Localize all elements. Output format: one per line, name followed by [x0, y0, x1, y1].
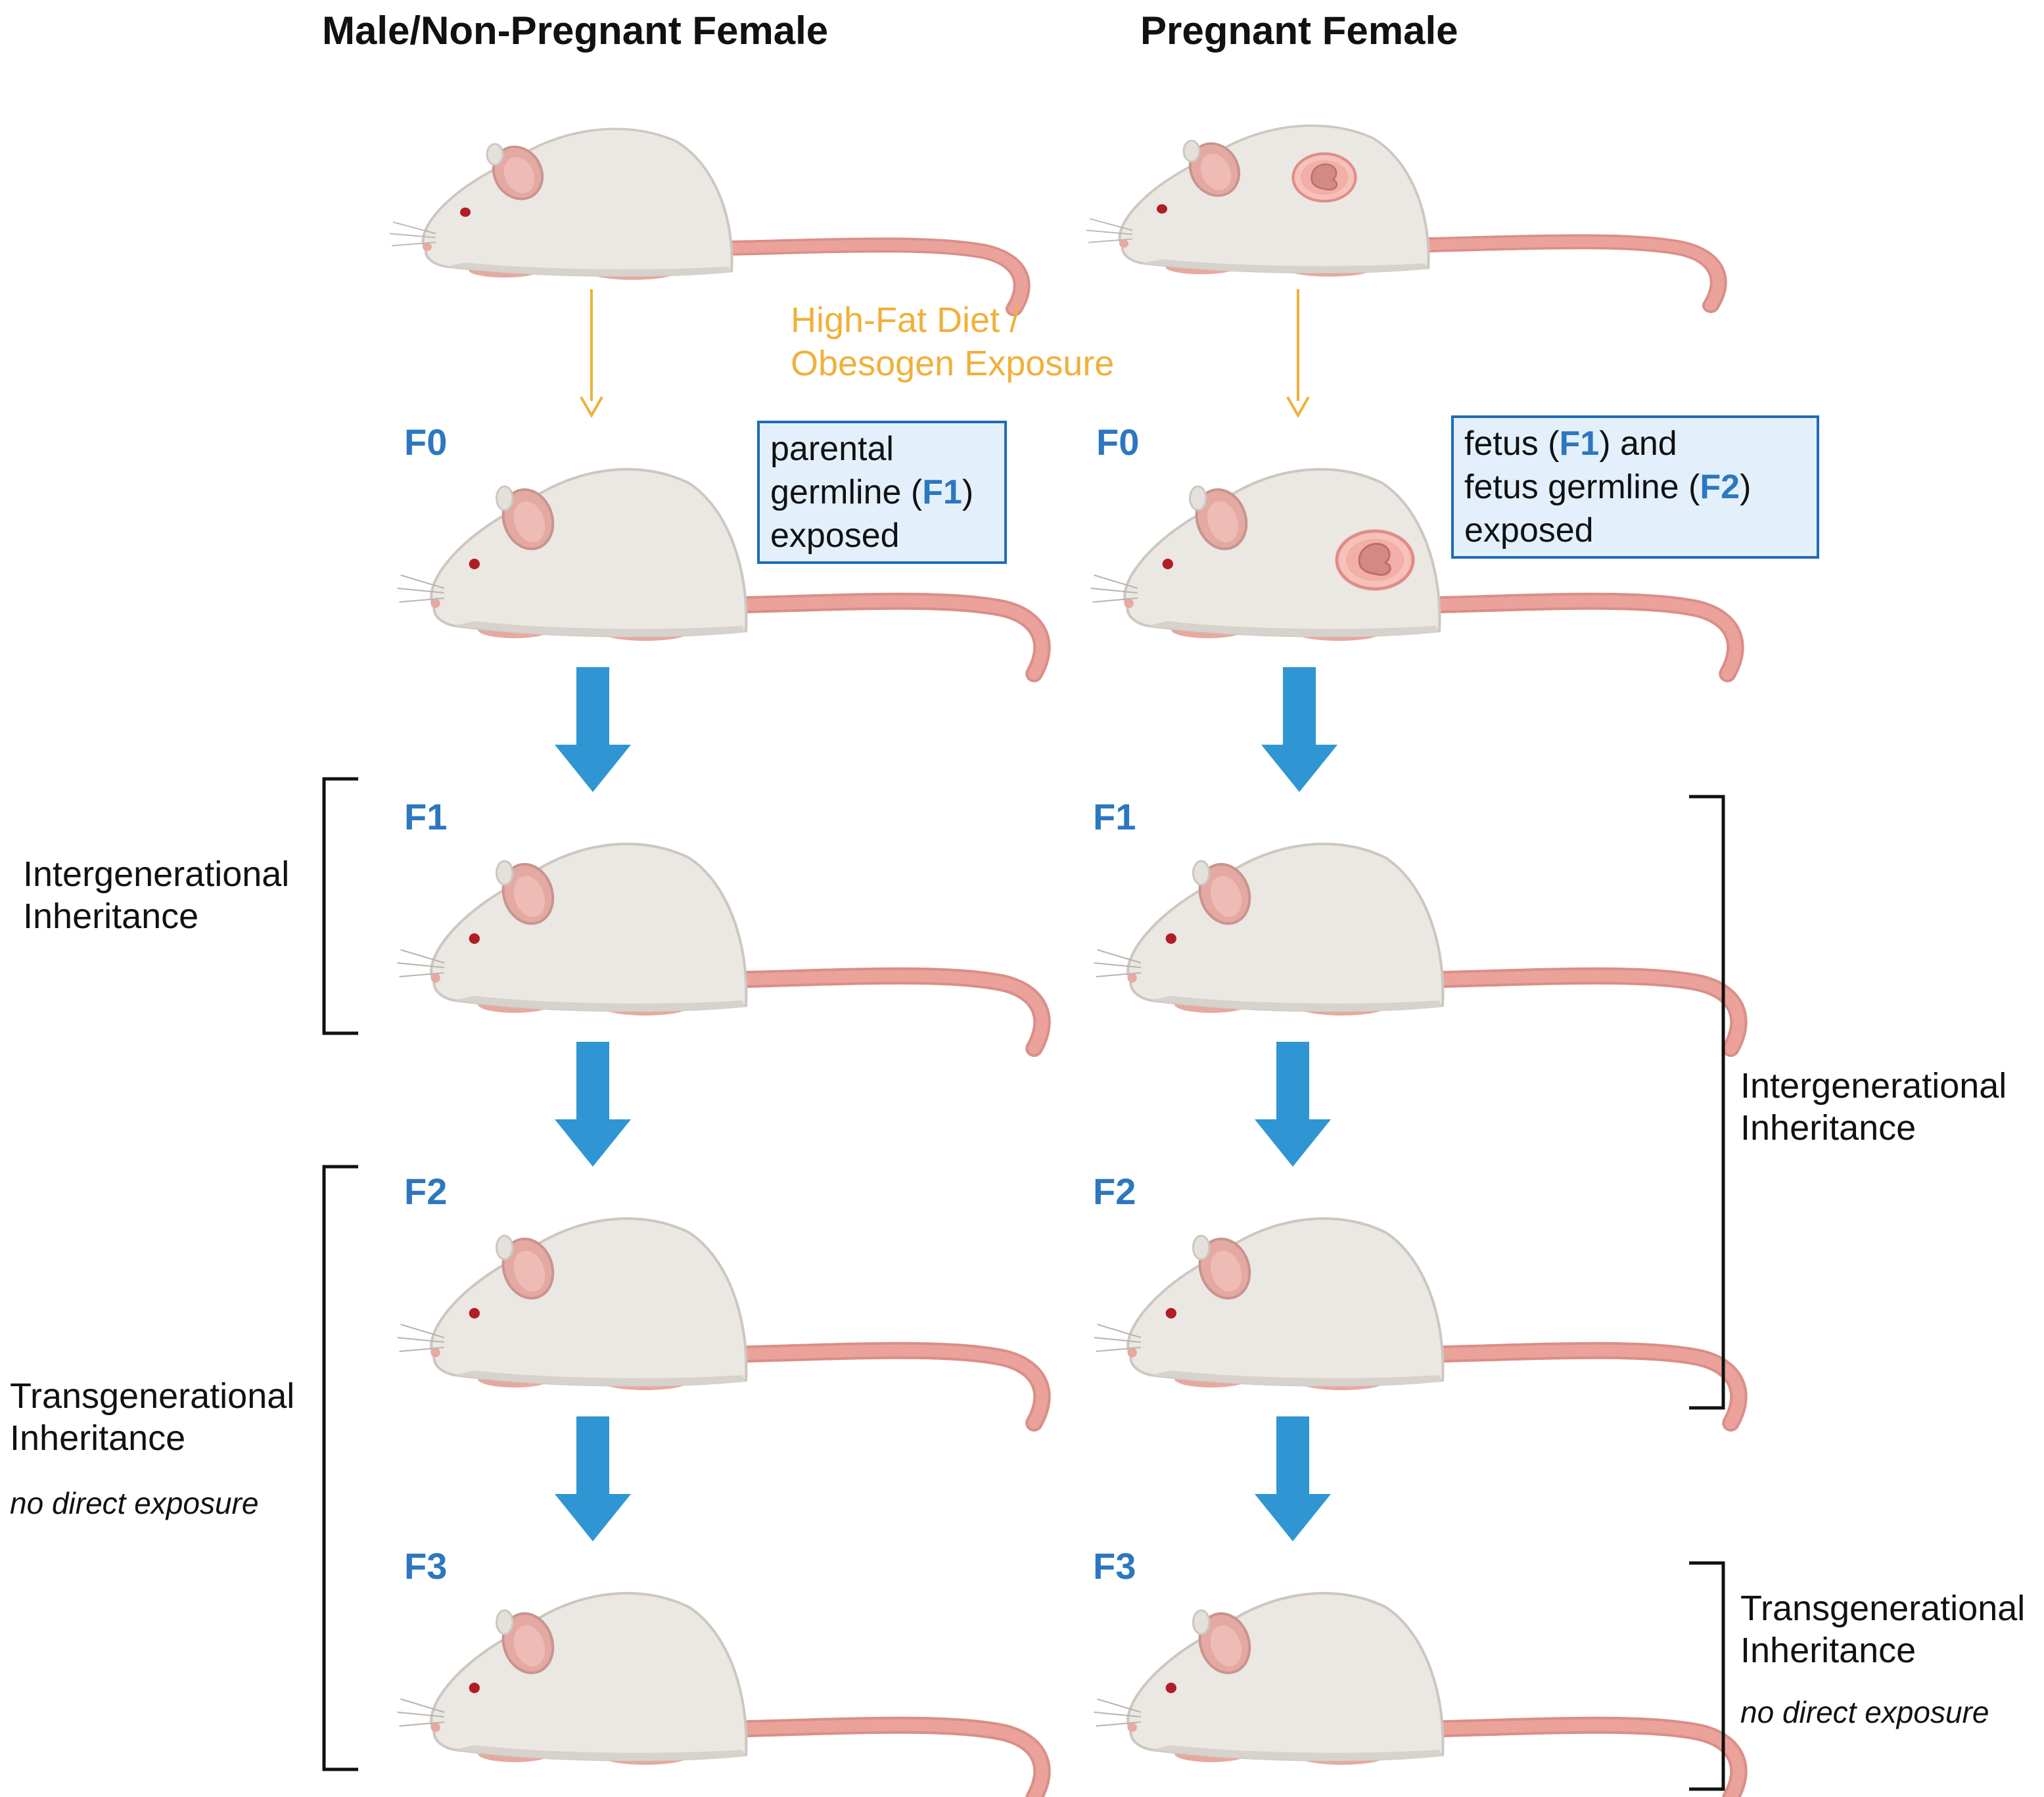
right-gen-f2: F2 — [1093, 1171, 1136, 1212]
bracket-icon — [1689, 795, 1725, 1410]
down-arrow-icon — [1255, 1042, 1331, 1167]
right-gen-f3: F3 — [1093, 1545, 1136, 1587]
right-transgenerational-label: Transgenerational Inheritance — [1740, 1589, 2026, 1670]
exposure-line-1: High-Fat Diet / — [791, 300, 1020, 340]
mouse-icon — [390, 129, 1022, 309]
right-column-title: Pregnant Female — [1140, 9, 1458, 53]
mouse-icon — [1094, 844, 1739, 1048]
mouse-icon — [1086, 126, 1719, 306]
left-no-direct-exposure-note: no direct exposure — [10, 1486, 259, 1520]
bracket-icon — [322, 777, 358, 1035]
left-column-title: Male/Non-Pregnant Female — [322, 9, 829, 53]
right-box-line-1: fetus (F1) and — [1464, 425, 1677, 463]
mouse-icon — [1094, 1219, 1739, 1423]
left-gen-f2: F2 — [404, 1171, 448, 1212]
down-arrow-icon — [1261, 667, 1337, 792]
right-no-direct-exposure-note: no direct exposure — [1740, 1695, 1989, 1729]
down-arrow-icon — [580, 289, 603, 419]
fetus-icon — [1293, 154, 1355, 201]
down-arrow-icon — [1255, 1416, 1331, 1541]
right-gen-f1: F1 — [1093, 796, 1136, 837]
fetus-icon — [1337, 531, 1413, 589]
left-box-line-3: exposed — [770, 517, 900, 555]
right-box-line-3: exposed — [1464, 511, 1594, 549]
exposure-label: High-Fat Diet / Obesogen Exposure — [791, 298, 1114, 385]
mouse-icon — [398, 1593, 1042, 1797]
right-box-line-2: fetus germline (F2) — [1464, 468, 1752, 506]
right-exposure-box: fetus (F1) and fetus germline (F2) expos… — [1451, 415, 1819, 559]
left-intergenerational-label: Intergenerational Inheritance — [23, 854, 290, 936]
down-arrow-icon — [1286, 289, 1310, 419]
right-gen-f0: F0 — [1096, 421, 1140, 463]
left-gen-f3: F3 — [404, 1545, 448, 1587]
bracket-icon — [322, 1165, 358, 1771]
left-gen-f0: F0 — [404, 421, 448, 463]
left-box-line-2: germline (F1) — [770, 473, 974, 511]
right-intergenerational-label: Intergenerational Inheritance — [1740, 1066, 2007, 1148]
left-transgenerational-label: Transgenerational Inheritance — [10, 1376, 295, 1458]
exposure-line-2: Obesogen Exposure — [791, 344, 1115, 383]
mouse-icon — [1094, 1593, 1739, 1797]
mouse-icon — [398, 844, 1042, 1048]
left-box-line-1: parental — [770, 430, 894, 468]
mouse-icon — [398, 1219, 1042, 1423]
down-arrow-icon — [555, 667, 631, 792]
down-arrow-icon — [555, 1416, 631, 1541]
bracket-icon — [1689, 1561, 1725, 1791]
down-arrow-icon — [555, 1042, 631, 1167]
left-exposure-box: parental germline (F1) exposed — [757, 421, 1007, 564]
left-gen-f1: F1 — [404, 796, 448, 837]
